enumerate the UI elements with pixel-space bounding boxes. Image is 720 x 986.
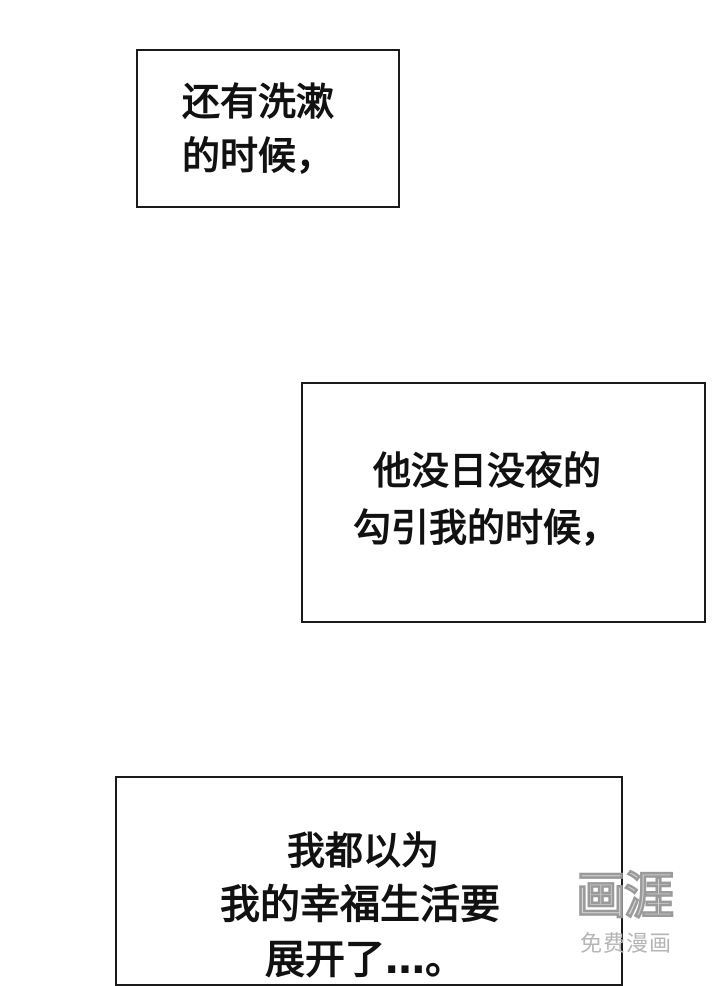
caption-box-3: 我都以为 我的幸福生活要 展开了…。: [115, 776, 623, 986]
caption-line: 我的幸福生活要: [220, 882, 500, 928]
watermark-logo: 画涯: [576, 867, 675, 926]
caption-line: 的时候，: [182, 134, 335, 178]
caption-line: 勾引我的时候，: [353, 506, 620, 550]
caption-box-1: 还有洗漱 的时候，: [136, 49, 400, 208]
watermark-subtitle: 免费漫画: [580, 932, 673, 957]
caption-line: 展开了…。: [265, 937, 465, 983]
caption-line: 他没日没夜的: [373, 449, 602, 493]
watermark: 画涯 免费漫画: [572, 856, 700, 958]
caption-line: 还有洗漱: [182, 80, 335, 124]
caption-box-2: 他没日没夜的 勾引我的时候，: [301, 382, 706, 623]
caption-line: 我都以为: [287, 829, 440, 873]
